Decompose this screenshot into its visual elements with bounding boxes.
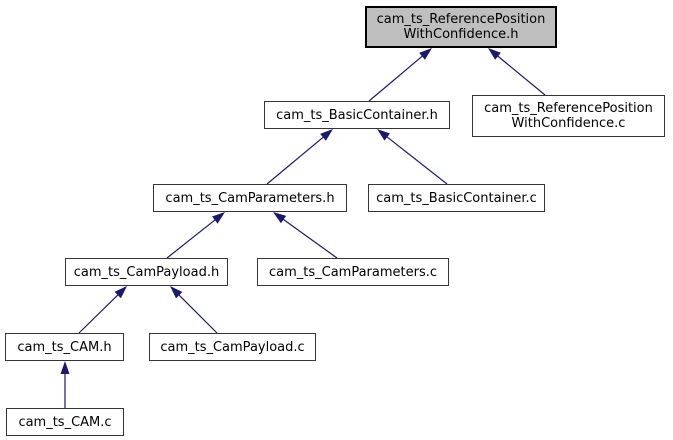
graph-node-label: cam_ts_ReferencePosition	[484, 101, 653, 116]
include-arrow-line	[281, 217, 338, 259]
include-arrow-head	[488, 48, 501, 60]
include-arrow-head	[273, 212, 287, 224]
include-arrow-line	[166, 218, 217, 259]
include-arrow-line	[177, 293, 218, 334]
graph-node-label: cam_ts_BasicContainer.c	[376, 190, 537, 206]
include-arrow-head	[212, 212, 225, 224]
include-arrow-head	[114, 286, 127, 299]
include-arrow-line	[266, 135, 325, 185]
include-arrow-head	[377, 129, 391, 141]
include-arrow-head	[170, 286, 183, 299]
include-arrow-head	[320, 129, 333, 141]
graph-node-cam_ts_CamParameters_h[interactable]: cam_ts_CamParameters.h	[153, 184, 347, 212]
graph-node-label: cam_ts_CamParameters.h	[165, 190, 335, 206]
include-arrow-line	[496, 54, 546, 96]
graph-node-cam_ts_CamPayload_h[interactable]: cam_ts_CamPayload.h	[65, 258, 228, 286]
graph-node-label: cam_ts_CamPayload.c	[160, 339, 305, 355]
graph-node-cam_ts_BasicContainer_h[interactable]: cam_ts_BasicContainer.h	[264, 101, 450, 129]
graph-node-cam_ts_CamParameters_c[interactable]: cam_ts_CamParameters.c	[257, 258, 449, 286]
graph-node-label: WithConfidence.h	[403, 27, 519, 42]
graph-node-cam_ts_CamPayload_c[interactable]: cam_ts_CamPayload.c	[149, 333, 316, 361]
include-arrow-head	[419, 48, 432, 60]
graph-node-label: cam_ts_CamPayload.h	[73, 264, 220, 280]
graph-node-label: cam_ts_ReferencePosition	[376, 12, 546, 27]
graph-node-cam_ts_CAM_c[interactable]: cam_ts_CAM.c	[6, 408, 124, 436]
include-arrow-line	[368, 54, 424, 102]
graph-node-label: cam_ts_CAM.c	[18, 414, 112, 430]
include-arrow-line	[78, 293, 120, 334]
include-arrow-line	[385, 135, 448, 185]
graph-node-label: cam_ts_CamParameters.c	[268, 264, 438, 280]
graph-node-cam_ts_BasicContainer_c[interactable]: cam_ts_BasicContainer.c	[368, 184, 545, 212]
include-arrow-head	[60, 361, 70, 374]
graph-node-label: cam_ts_CAM.h	[17, 339, 112, 355]
graph-node-cam_ts_CAM_h[interactable]: cam_ts_CAM.h	[5, 333, 124, 361]
graph-node-label: WithConfidence.c	[511, 116, 626, 131]
graph-node-label: cam_ts_BasicContainer.h	[276, 107, 438, 123]
